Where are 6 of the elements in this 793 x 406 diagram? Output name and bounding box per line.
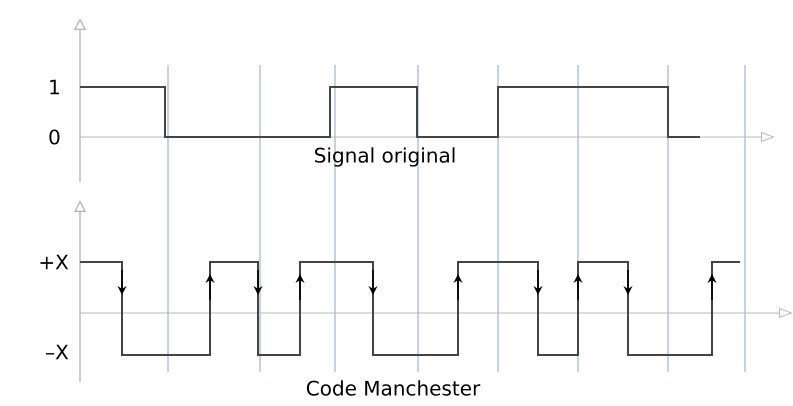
axis-value: 1 <box>50 80 59 94</box>
axis-value: 0 <box>49 129 60 145</box>
signal-title: Code Manchester <box>306 380 480 396</box>
axis-value: –X <box>46 344 68 360</box>
axis-value: +X <box>40 254 68 270</box>
signal-title: Signal original <box>315 147 454 167</box>
